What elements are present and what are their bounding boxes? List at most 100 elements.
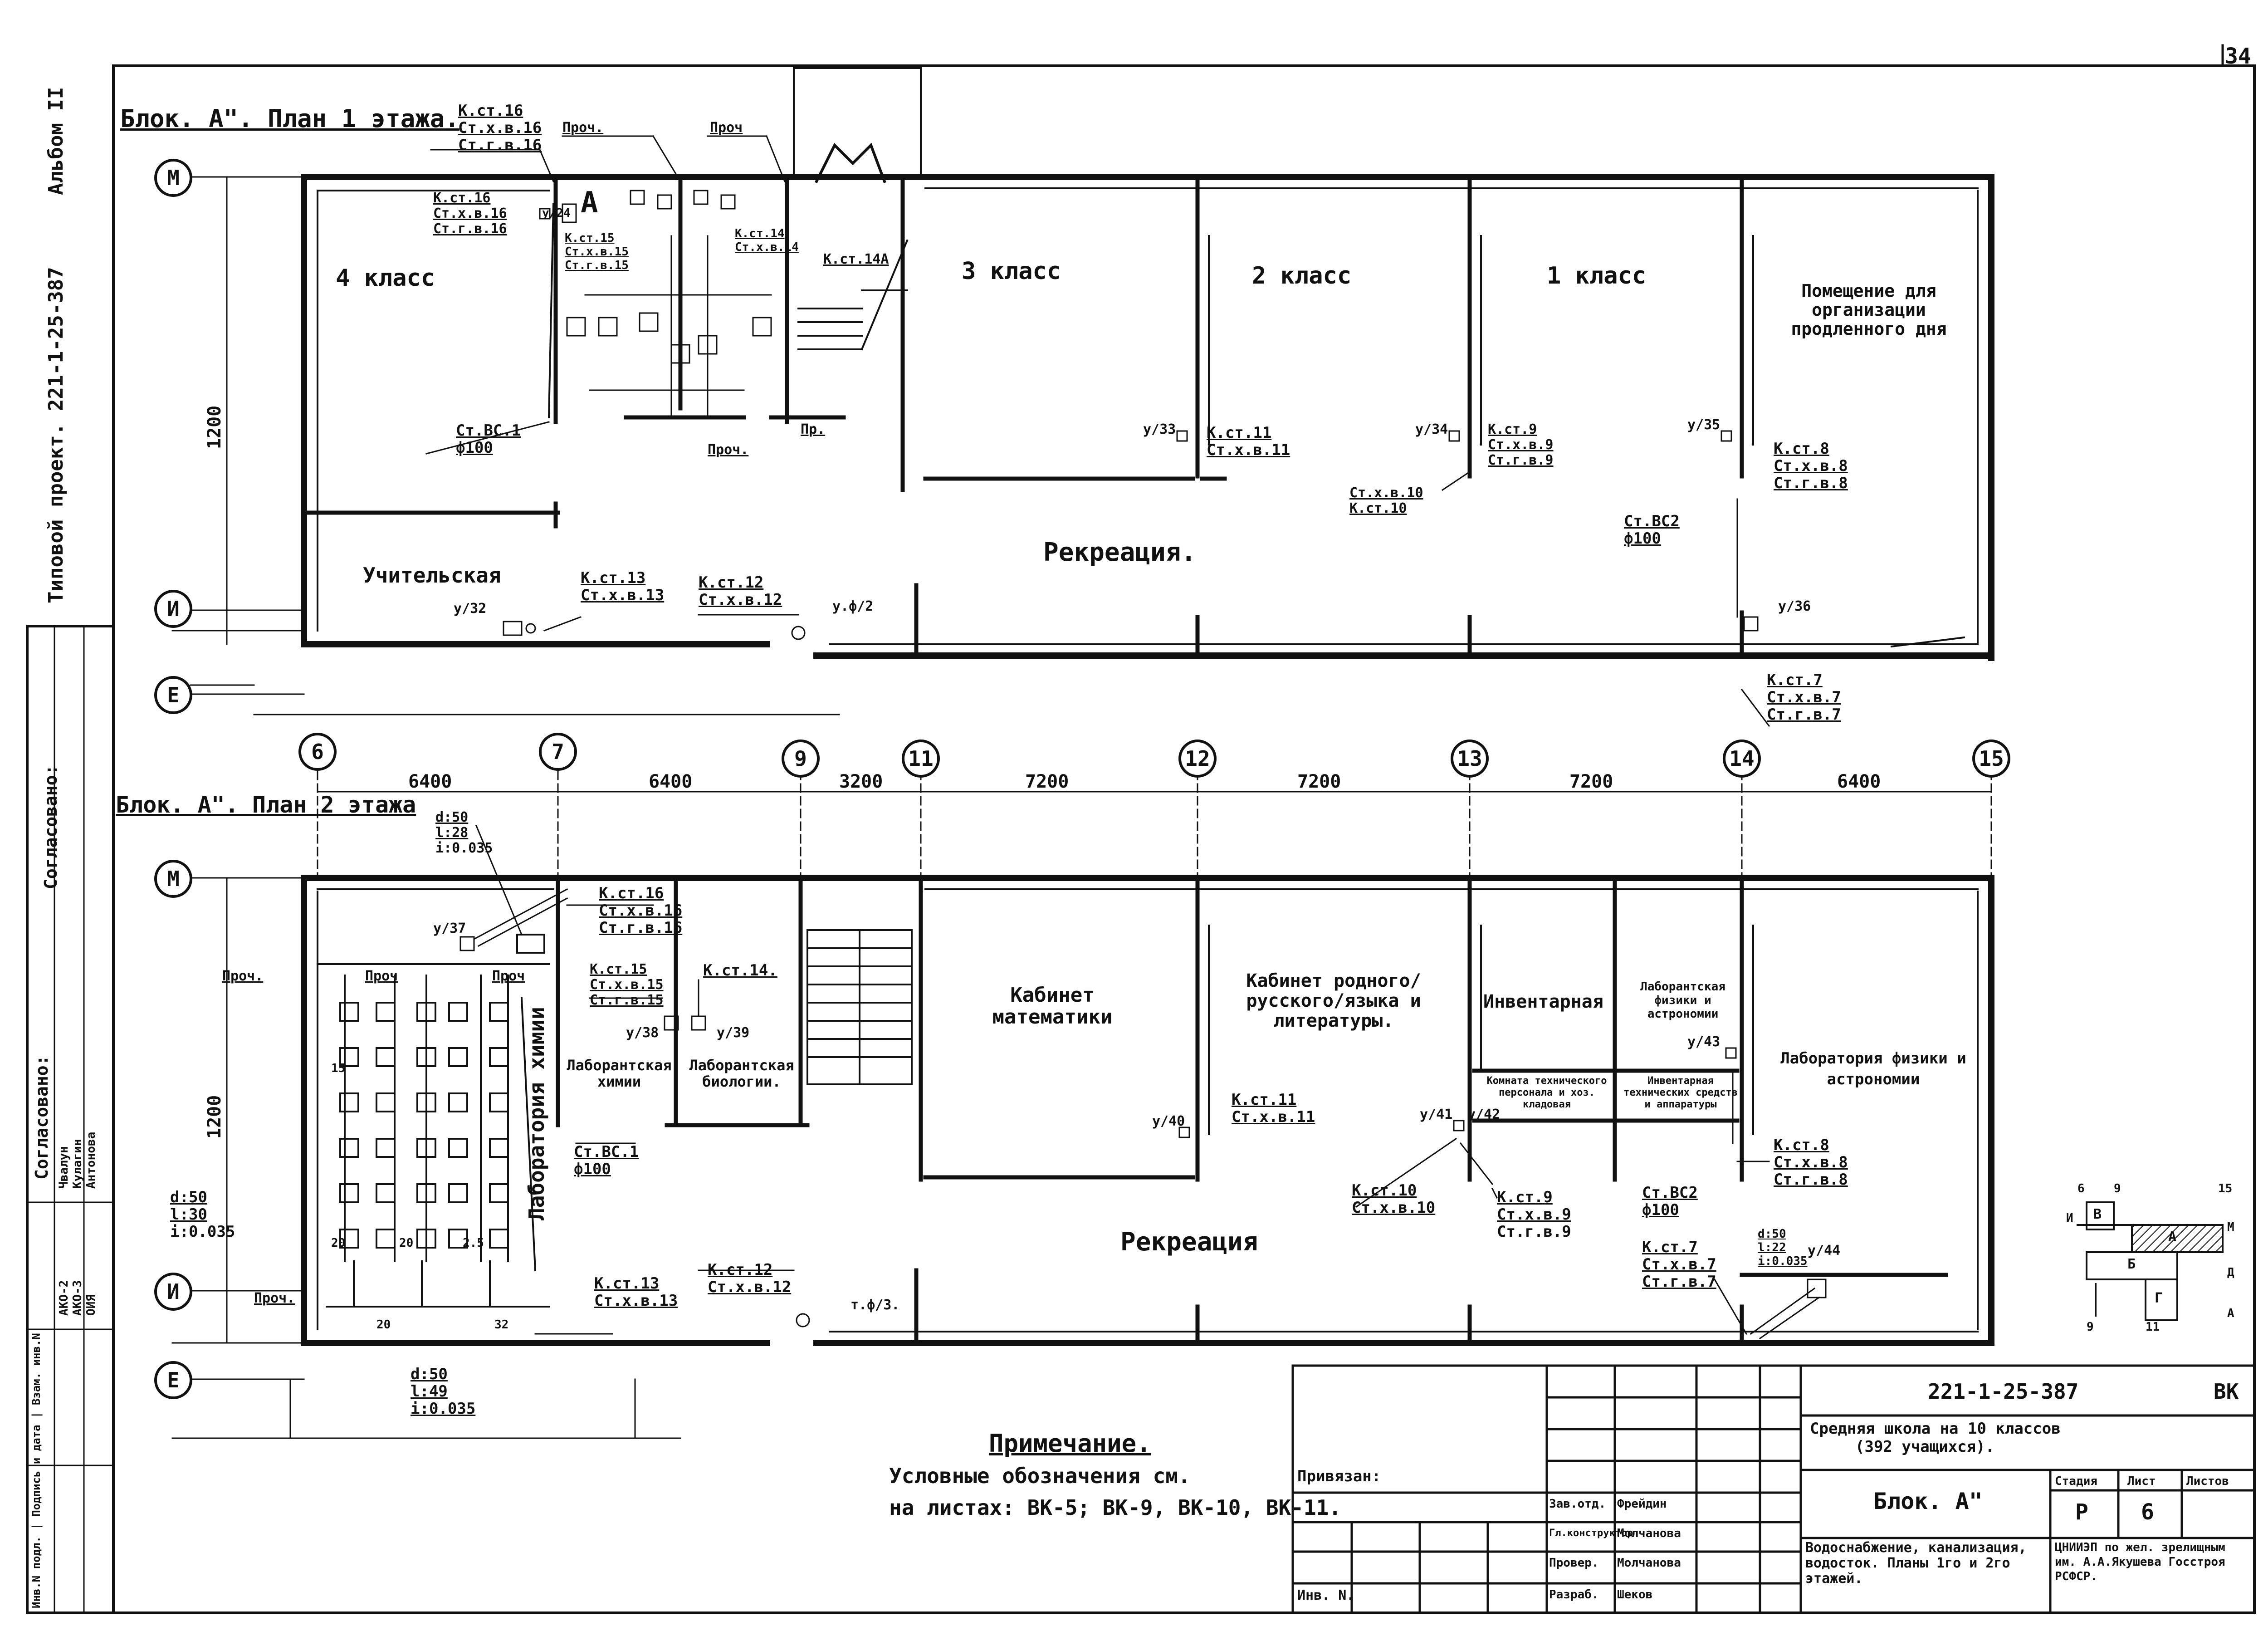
- tb-block: Блок. А": [1873, 1488, 1983, 1514]
- tb-binding: Привязан:: [1297, 1467, 1381, 1485]
- bench-n20c: 20: [376, 1318, 391, 1332]
- span-13-14: 7200: [1569, 771, 1613, 792]
- key-axis-d: Д: [2227, 1266, 2234, 1279]
- plan1-proch-2: Проч: [710, 120, 743, 136]
- plan2-kst14: К.ст.14.: [703, 961, 777, 980]
- note-text-2: на листах: ВК-5; ВК-9, ВК-10, ВК-11.: [889, 1495, 1341, 1520]
- axis-col-11: 11: [902, 740, 940, 778]
- agreed-label-2: Согласовано:: [32, 1055, 52, 1180]
- plan2-title: Блок. А". План 2 этажа: [116, 792, 416, 818]
- plan1-height-dim: 1200: [204, 405, 225, 449]
- tb-role-4: Разраб.: [1549, 1588, 1599, 1602]
- bench-n20b: 20: [399, 1236, 414, 1250]
- axis-col-9: 9: [782, 740, 820, 778]
- plan1-funnel-33: у/33: [1143, 421, 1176, 437]
- room-class4: 4 класс: [336, 265, 435, 292]
- plan1-inner-walls: [306, 177, 1744, 656]
- tb-sheet-type: ВК: [2214, 1379, 2239, 1404]
- plan1-funnel-2: у.ф/2: [832, 598, 874, 614]
- plan2-funnel-43: у/43: [1687, 1034, 1721, 1050]
- plan2-funnel-38: у/38: [626, 1025, 659, 1041]
- plan1-title: Блок. А". План 1 этажа.: [120, 104, 459, 133]
- room-a: А: [581, 186, 598, 220]
- plan1-funnel-24: у/24: [542, 206, 571, 220]
- key-axis-m: М: [2227, 1220, 2234, 1234]
- plan1-stair: [793, 67, 922, 351]
- bench-n20a: 20: [331, 1236, 346, 1250]
- tb-person-3: Молчанова: [1617, 1556, 1681, 1570]
- tb-inv: Инв. N.: [1297, 1587, 1355, 1603]
- axis-col-12: 12: [1178, 740, 1217, 778]
- plan2-funnel-40: у/40: [1152, 1113, 1185, 1129]
- tb-stage: Р: [2075, 1499, 2088, 1525]
- axis-row-m-bottom: М: [154, 860, 192, 898]
- plan2-funnel-41: у/41: [1420, 1107, 1453, 1122]
- room-recreation-1: Рекреация.: [1043, 538, 1197, 567]
- key-plan-label-g: Г: [2155, 1290, 2163, 1306]
- key-axis-9b: 9: [2087, 1320, 2094, 1334]
- room-recreation-2: Рекреация: [1120, 1227, 1258, 1257]
- tb-sheets-header: Листов: [2186, 1474, 2229, 1488]
- axis-col-7: 7: [539, 733, 577, 771]
- room-class2: 2 класс: [1252, 262, 1352, 289]
- tb-description: Водоснабжение, канализация, водосток. Пл…: [1805, 1540, 2027, 1587]
- room-staff: Комната технического персонала и хоз. кл…: [1486, 1075, 1607, 1110]
- bench-n15: 15: [331, 1062, 346, 1075]
- key-plan: [2077, 1201, 2224, 1321]
- room-class1: 1 класс: [1547, 262, 1647, 289]
- key-axis-11: 11: [2146, 1320, 2160, 1334]
- axis-row-e-top: Е: [154, 676, 192, 714]
- inventory-columns: Инв.N подл. | Подпись и дата | Взам. инв…: [30, 1333, 43, 1608]
- room-bio-prep: Лаборантская биологии.: [689, 1057, 794, 1090]
- plan1-funnel-35: у/35: [1687, 417, 1721, 433]
- axis-row-m-top: М: [154, 159, 192, 197]
- plan2-proch-c: Проч: [492, 968, 525, 984]
- plan2-funnel-39: у/39: [717, 1025, 750, 1041]
- room-chem-lab: Лаборатория химии: [524, 1007, 549, 1220]
- plan2-walls: [301, 875, 1994, 1346]
- bench-n25: 2.5: [463, 1236, 484, 1250]
- room-math: Кабинет математики: [992, 984, 1113, 1029]
- tb-school: Средняя школа на 10 классов: [1810, 1420, 2061, 1438]
- plan2-funnel-42: у/42: [1467, 1107, 1501, 1122]
- tb-role-3: Провер.: [1549, 1556, 1599, 1570]
- page-number: 34: [2225, 44, 2251, 69]
- agreed-label: Согласовано:: [41, 764, 61, 889]
- key-plan-label-a: А: [2168, 1229, 2177, 1245]
- room-literature: Кабинет родного/русского/языка и литерат…: [1246, 970, 1421, 1031]
- span-6-7: 6400: [408, 771, 452, 792]
- plan2-proch-a: Проч.: [222, 968, 264, 984]
- span-12-13: 7200: [1297, 771, 1341, 792]
- plan1-kst14a: К.ст.14А: [823, 251, 889, 267]
- tb-students: (392 учащихся).: [1855, 1438, 1995, 1456]
- plan2-funnel-44: у/44: [1808, 1243, 1841, 1259]
- plan1-walls: [301, 174, 1994, 661]
- axis-row-e-bottom: Е: [154, 1361, 192, 1399]
- key-plan-label-b: Б: [2127, 1256, 2136, 1272]
- room-extended-day: Помещение для организации продленного дн…: [1791, 281, 1947, 339]
- room-tech-inventory: Инвентарная технических средств и аппара…: [1623, 1075, 1738, 1110]
- room-phys-lab: Лаборатория физики и астрономии: [1780, 1049, 1966, 1088]
- plan1-proch-3: Проч.: [708, 442, 749, 458]
- dept-2: АКО-3: [71, 1280, 84, 1316]
- key-axis-9: 9: [2114, 1182, 2121, 1195]
- axis-row-i-top: И: [154, 590, 192, 628]
- plan2-proch-b: Проч: [365, 968, 398, 984]
- plan2-risers: [459, 888, 1827, 1340]
- key-axis-i: И: [2066, 1211, 2073, 1225]
- span-7-9: 6400: [649, 771, 693, 792]
